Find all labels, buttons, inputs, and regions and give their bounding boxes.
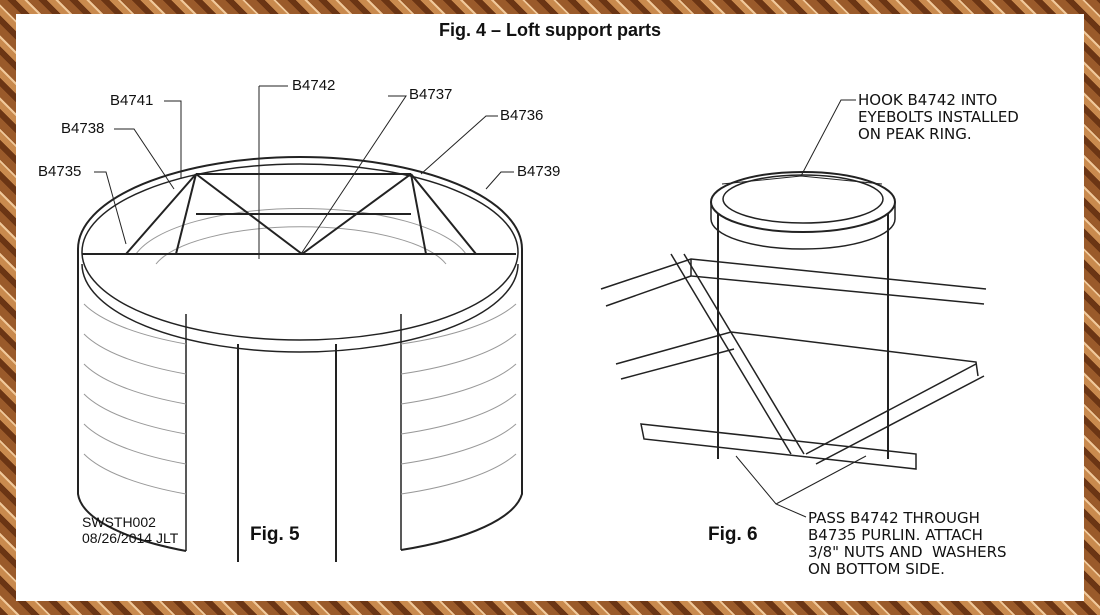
bin-cylinder-drawing <box>77 156 523 562</box>
part-label-b4735: B4735 <box>38 163 82 180</box>
fig5-leaders <box>94 85 514 259</box>
drawing-date: 08/26/2014 JLT <box>82 530 179 546</box>
fig6-note-top: HOOK B4742 INTO EYEBOLTS INSTALLED ON PE… <box>858 91 1019 143</box>
technical-drawing <box>77 85 987 562</box>
fig6-note-bottom: PASS B4742 THROUGH B4735 PURLIN. ATTACH … <box>808 509 1007 578</box>
figure-title: Fig. 4 – Loft support parts <box>438 20 661 40</box>
peak-ring-drawing <box>710 171 896 459</box>
part-label-b4742: B4742 <box>292 77 336 94</box>
drawing-id: SWSTH002 <box>82 514 156 530</box>
fig6-caption: Fig. 6 <box>708 524 758 545</box>
part-label-b4738: B4738 <box>61 120 105 137</box>
part-label-b4736: B4736 <box>500 107 544 124</box>
part-label-b4741: B4741 <box>110 92 154 109</box>
purlins-drawing <box>600 253 987 470</box>
fig5-caption: Fig. 5 <box>250 524 300 545</box>
part-label-b4739: B4739 <box>517 163 561 180</box>
document-page: Fig. 4 – Loft support parts B4742 B4741 … <box>16 14 1084 601</box>
fig6-leaders <box>735 99 867 518</box>
part-label-b4737: B4737 <box>409 86 453 103</box>
